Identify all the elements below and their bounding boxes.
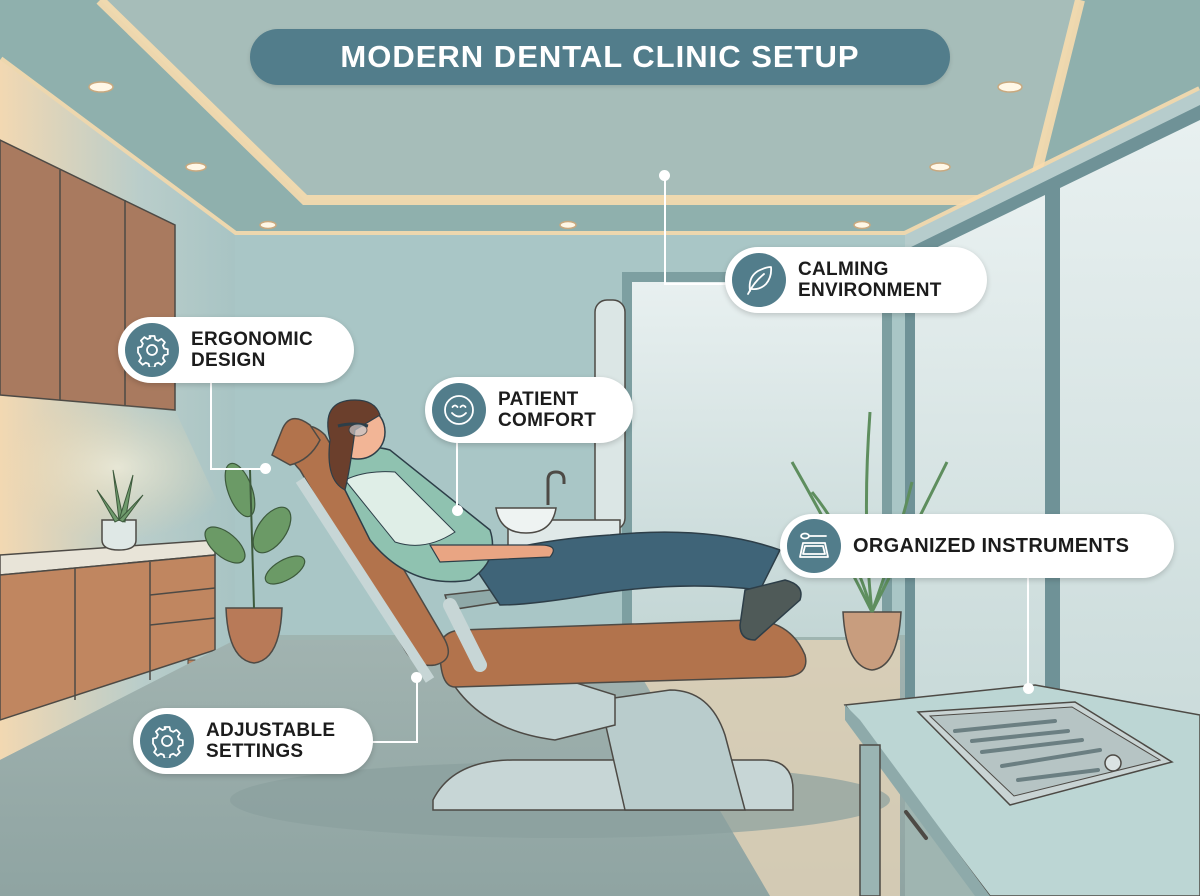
callout-label: ERGONOMIC DESIGN: [191, 329, 313, 371]
callout-adjustable-settings: ADJUSTABLE SETTINGS: [133, 708, 373, 774]
connector-patient-comfort: [456, 438, 458, 508]
gear-icon: [140, 714, 194, 768]
callout-label: PATIENT COMFORT: [498, 389, 597, 431]
callout-label: ADJUSTABLE SETTINGS: [206, 720, 336, 762]
page-title: MODERN DENTAL CLINIC SETUP: [250, 29, 950, 85]
callout-calming-environment: CALMING ENVIRONMENT: [725, 247, 987, 313]
leaf-icon: [732, 253, 786, 307]
callout-patient-comfort: PATIENT COMFORT: [425, 377, 633, 443]
connector-dot-adjustable-settings: [411, 672, 422, 683]
connector-ergonomic-design: [210, 380, 270, 470]
smiley-icon: [432, 383, 486, 437]
callout-label: ORGANIZED INSTRUMENTS: [853, 534, 1130, 557]
callout-organized-instruments: ORGANIZED INSTRUMENTS: [780, 514, 1174, 578]
connector-organized-instruments: [1027, 575, 1029, 687]
connector-calming-environment: [664, 175, 728, 285]
gear-icon: [125, 323, 179, 377]
connector-adjustable-settings: [370, 678, 418, 743]
connector-dot-organized-instruments: [1023, 683, 1034, 694]
connector-dot-patient-comfort: [452, 505, 463, 516]
instrument-tray-icon: [787, 519, 841, 573]
connector-dot-ergonomic-design: [260, 463, 271, 474]
callout-ergonomic-design: ERGONOMIC DESIGN: [118, 317, 354, 383]
callout-label: CALMING ENVIRONMENT: [798, 259, 942, 301]
connector-dot-calming-environment: [659, 170, 670, 181]
